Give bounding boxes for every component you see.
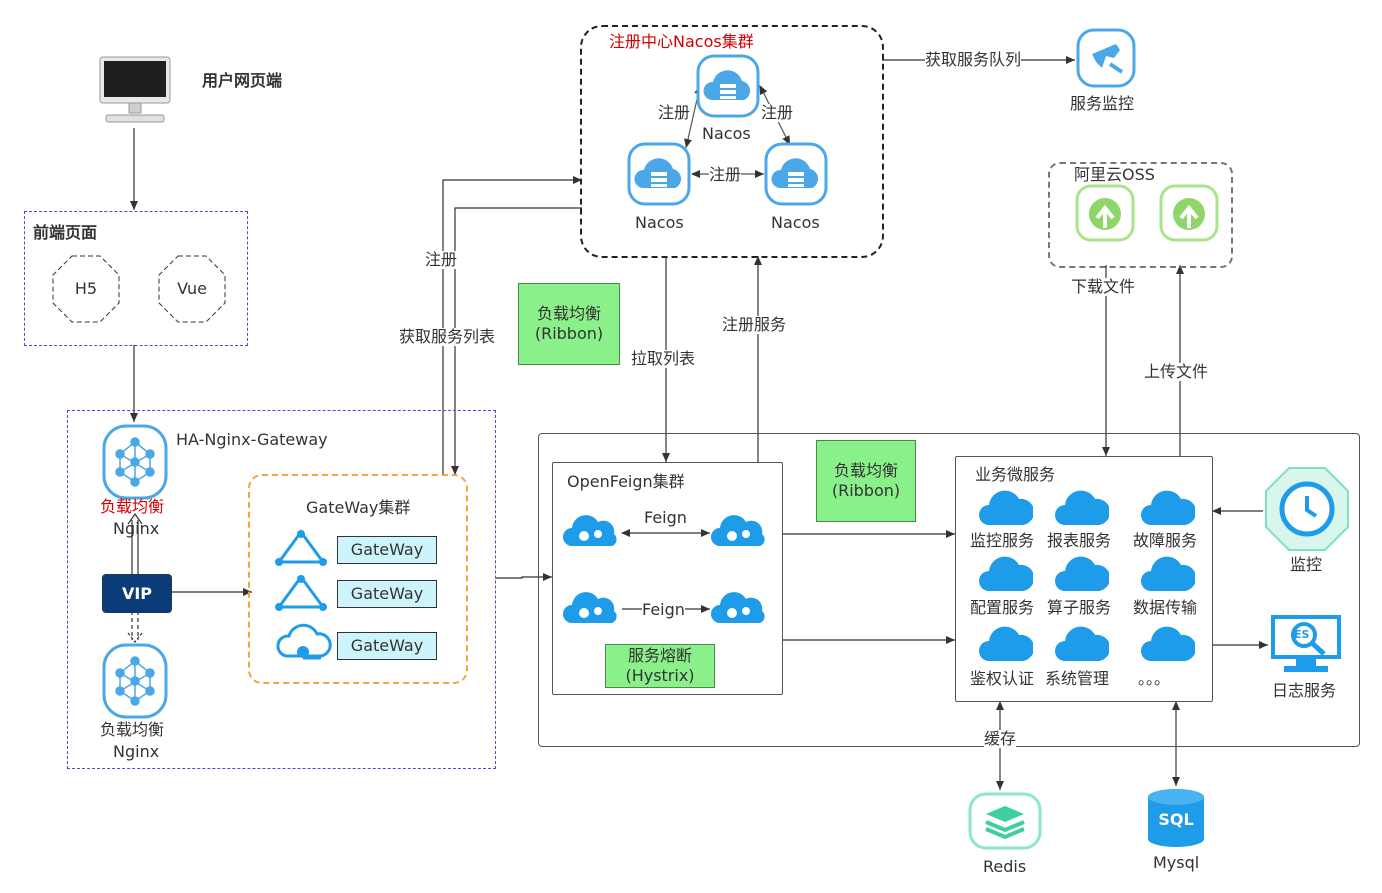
nginx-bottom-label: Nginx [113,742,160,761]
cache-label: 缓存 [984,729,1017,748]
cloud-gear-icon [710,589,770,629]
download-file-label: 下载文件 [1071,277,1136,296]
hystrix-box: 服务熔断 (Hystrix) [605,644,715,688]
openfeign-title: OpenFeign集群 [567,472,685,491]
cloud-icon [1055,553,1111,593]
vip-node[interactable]: VIP [102,574,172,613]
nginx-bottom-lb-label: 负载均衡 [100,720,165,739]
gateway-cloud-icon [273,622,333,666]
service-region [538,433,1360,747]
gateway-item[interactable]: GateWay [337,632,437,660]
redis-icon [968,792,1042,850]
micro-title: 业务微服务 [975,465,1056,484]
clock-monitor-icon [1264,466,1350,552]
h5-node: H5 [52,255,120,323]
log-service-label: 日志服务 [1272,681,1337,700]
gateway-item[interactable]: GateWay [337,580,437,608]
service-item[interactable]: 鉴权认证 [970,669,1035,688]
nacos-right-label: Nacos [771,213,820,232]
redis-label: Redis [983,857,1027,876]
mysql-label: Mysql [1153,853,1200,872]
cloud-icon [1141,487,1197,527]
ha-nginx-gateway-group [67,410,496,769]
ribbon-left-box: 负载均衡 (Ribbon) [518,283,620,365]
nacos-cluster [580,25,884,258]
nacos-register-left: 注册 [658,103,691,122]
nginx-bottom-icon [102,643,168,719]
upload-file-label: 上传文件 [1144,362,1209,381]
service-item: 。。。 [1138,669,1171,688]
hystrix-line1: 服务熔断 [627,646,692,665]
mysql-sql-badge: SQL [1158,810,1194,829]
cloud-icon [979,553,1035,593]
log-es-badge: ES [1294,628,1310,641]
service-monitor-icon [1076,28,1136,88]
computer-icon [98,55,172,125]
gateway-triangle-icon [273,528,329,568]
ribbon-mid-box: 负载均衡 (Ribbon) [816,440,916,522]
gateway-triangle-icon [273,573,329,613]
cloud-gear-icon [710,512,770,552]
nacos-left-label: Nacos [635,213,684,232]
service-item[interactable]: 故障服务 [1133,531,1198,550]
cloud-icon [1055,487,1111,527]
cloud-icon [979,623,1035,663]
user-web-label: 用户网页端 [202,71,283,90]
ha-title: HA-Nginx-Gateway [176,430,328,449]
service-item[interactable]: 配置服务 [970,598,1035,617]
cloud-icon [1141,623,1197,663]
monitor-right-label: 监控 [1290,555,1323,574]
mysql-db-icon: SQL [1146,787,1206,849]
cloud-icon [979,487,1035,527]
nginx-top-icon [102,424,168,500]
ribbon-mid-line2: (Ribbon) [831,481,901,500]
ribbon-left-line1: 负载均衡 [536,304,601,323]
service-monitor-label: 服务监控 [1070,94,1135,113]
frontend-title: 前端页面 [33,223,98,242]
service-item[interactable]: 数据传输 [1133,598,1198,617]
openfeign-cluster [552,462,783,695]
service-item[interactable]: 系统管理 [1045,669,1110,688]
nacos-top-label: Nacos [702,124,751,143]
register-label: 注册 [425,250,458,269]
hystrix-line2: (Hystrix) [625,666,695,685]
feign-label-1: Feign [644,508,687,527]
oss-title: 阿里云OSS [1074,165,1155,184]
nginx-top-label: Nginx [113,519,160,538]
gateway-cluster [248,474,468,684]
service-item[interactable]: 算子服务 [1047,598,1112,617]
vip-label: VIP [121,584,153,603]
frontend-group [24,211,248,346]
h5-label: H5 [74,279,98,298]
vue-node: Vue [158,255,226,323]
nacos-server-icon [627,142,691,206]
vue-label: Vue [177,279,207,298]
nginx-top-lb-label: 负载均衡 [100,497,165,516]
cloud-gear-icon [562,512,622,552]
get-service-list-label: 获取服务列表 [399,327,496,346]
register-service-label: 注册服务 [722,315,787,334]
cloud-icon [1055,623,1111,663]
ribbon-mid-line1: 负载均衡 [833,461,898,480]
oss-upload-icon [1075,184,1135,242]
pull-list-label: 拉取列表 [631,349,696,368]
oss-upload-icon [1159,184,1219,242]
nacos-server-icon [764,142,828,206]
log-es-icon: ES [1270,614,1342,676]
service-item[interactable]: 报表服务 [1047,531,1112,550]
service-item[interactable]: 监控服务 [970,531,1035,550]
cloud-gear-icon [562,589,622,629]
nacos-register-right: 注册 [761,103,794,122]
ribbon-left-line2: (Ribbon) [534,324,604,343]
feign-label-2: Feign [642,600,685,619]
aliyun-oss-group [1048,162,1233,268]
gateway-item[interactable]: GateWay [337,536,437,564]
nacos-title: 注册中心Nacos集群 [609,32,754,51]
get-service-queue-label: 获取服务队列 [925,50,1022,69]
nacos-register-mid: 注册 [709,165,742,184]
nacos-server-icon [696,54,760,118]
gateway-cluster-title: GateWay集群 [306,498,411,517]
cloud-icon [1141,553,1197,593]
business-microservices [955,456,1213,702]
